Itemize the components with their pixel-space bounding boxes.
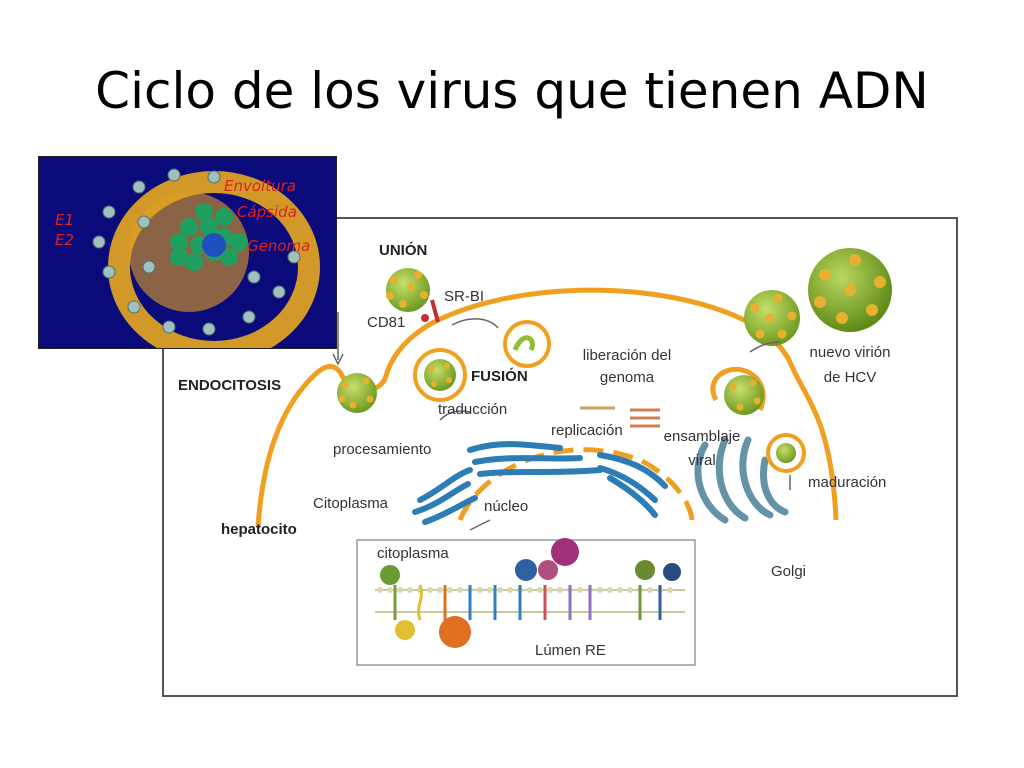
virus-maturation <box>766 433 806 473</box>
inset-label-genoma: Genoma <box>247 237 311 255</box>
inset-label-e2: E2 <box>55 231 75 249</box>
label-nuevo-virion-line2: de HCV <box>823 369 877 386</box>
label-ensamblaje-line1: ensamblaje <box>663 428 741 445</box>
rna-strands <box>580 406 660 428</box>
label-citoplasma-inset: citoplasma <box>377 545 449 562</box>
label-replicacion: replicación <box>551 422 623 439</box>
receptor-srbi <box>421 299 440 323</box>
endoplasmic-reticulum <box>412 441 668 525</box>
virus-structure-inset: Envoltura Cápsida Genoma E1 E2 <box>38 156 337 349</box>
inset-label-e1: E1 <box>55 211 75 229</box>
virus-fusion <box>413 348 467 402</box>
golgi-apparatus <box>694 436 789 524</box>
slide-title: Ciclo de los virus que tienen ADN <box>95 62 929 120</box>
inset-label-envoltura: Envoltura <box>224 177 296 195</box>
label-endocitosis: ENDOCITOSIS <box>178 377 282 394</box>
label-nucleo: núcleo <box>484 498 529 515</box>
inset-label-capsida: Cápsida <box>237 203 297 221</box>
label-procesamiento: procesamiento <box>333 441 432 458</box>
label-citoplasma-cell: Citoplasma <box>313 495 389 512</box>
label-golgi: Golgi <box>771 563 807 580</box>
label-lumen-re: Lúmen RE <box>535 642 606 659</box>
label-traduccion: traducción <box>438 401 508 418</box>
label-srbi: SR-BI <box>444 288 485 305</box>
label-liberacion-line2: genoma <box>599 369 655 386</box>
nucleus-membrane <box>457 447 695 521</box>
label-maduracion: maduración <box>808 474 887 491</box>
virus-budding <box>724 375 764 415</box>
label-ensamblaje-line2: viral <box>688 452 716 469</box>
virus-endocitosis <box>337 373 377 413</box>
label-nuevo-virion-line1: nuevo virión <box>809 344 891 361</box>
label-liberacion-line1: liberación del <box>582 347 672 364</box>
label-cd81: CD81 <box>367 314 406 331</box>
er-membrane-inset <box>356 538 696 666</box>
virus-release-vesicle <box>503 320 551 368</box>
virus-union <box>386 268 430 312</box>
label-union: UNIÓN <box>379 242 428 259</box>
virus-new-large <box>808 248 892 332</box>
virus-structure-graphic <box>92 168 320 348</box>
label-hepatocito: hepatocito <box>221 521 297 538</box>
virus-new-small <box>744 290 800 346</box>
flow-arrows <box>332 312 791 531</box>
label-fusion: FUSIÓN <box>471 368 528 385</box>
